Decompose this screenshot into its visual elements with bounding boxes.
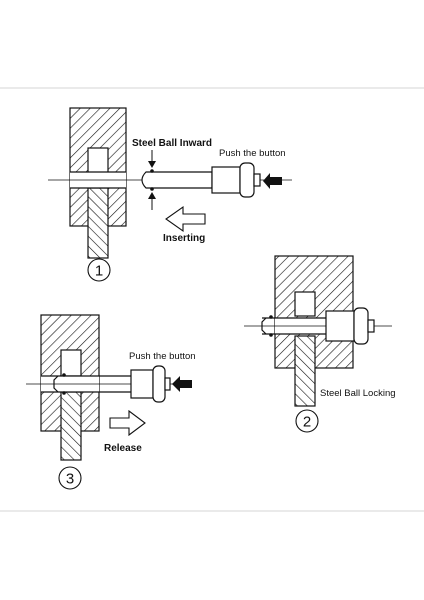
step-1-ball-inward-arrow-bottom-icon — [148, 192, 156, 199]
step-3-lower-plate — [60, 391, 82, 461]
step-2-number-circle — [295, 409, 319, 433]
step-2-collar — [325, 310, 355, 342]
step-1-number: 1 — [95, 263, 103, 280]
step-3-release-arrow-icon — [109, 409, 146, 437]
step-2-figure: 2 Steel Ball Locking — [244, 255, 396, 433]
step-1-pin-shaft — [141, 171, 213, 189]
step-2-ball-bottom — [269, 333, 273, 337]
step-3-action-label: Release — [104, 443, 142, 454]
step-1-knob — [239, 162, 255, 198]
step-2-cavity — [294, 291, 316, 317]
step-1-ball-top — [150, 169, 154, 173]
step-2-button — [367, 319, 375, 333]
step-3-button — [164, 377, 171, 391]
step-1-collar — [211, 166, 241, 194]
step-3-knob — [152, 365, 166, 403]
step-1-button — [253, 173, 261, 187]
step-2-number: 2 — [303, 414, 311, 431]
step-2-ball-top — [269, 315, 273, 319]
step-1-number-circle — [87, 258, 111, 282]
step-3-push-arrow-icon — [172, 376, 192, 392]
step-2-knob — [353, 307, 369, 345]
step-1-steel-ball-label: Steel Ball Inward — [132, 138, 212, 149]
step-1-figure: 1 Steel Ball Inward Push the button Inse… — [48, 107, 292, 282]
step-1-push-label: Push the button — [219, 148, 286, 159]
step-3-push-label: Push the button — [129, 351, 196, 362]
step-1-push-arrow-icon — [263, 173, 282, 189]
step-2-lower-plate — [294, 335, 316, 407]
step-1-inserting-arrow-icon — [165, 205, 206, 233]
step-3-number: 3 — [66, 471, 74, 488]
step-1-ball-bottom — [150, 187, 154, 191]
step-1-action-label: Inserting — [163, 233, 205, 244]
step-3-ball-bottom — [62, 391, 66, 395]
step-1-ball-inward-arrow-top-icon — [148, 161, 156, 168]
step-3-cavity — [60, 349, 82, 377]
step-3-collar — [130, 369, 154, 399]
step-3-figure: 3 Push the button Release — [26, 314, 196, 490]
step-3-number-circle — [58, 466, 82, 490]
step-2-steel-ball-label: Steel Ball Locking — [320, 388, 396, 399]
step-1-lower-plate — [87, 187, 109, 259]
step-3-ball-top — [62, 373, 66, 377]
